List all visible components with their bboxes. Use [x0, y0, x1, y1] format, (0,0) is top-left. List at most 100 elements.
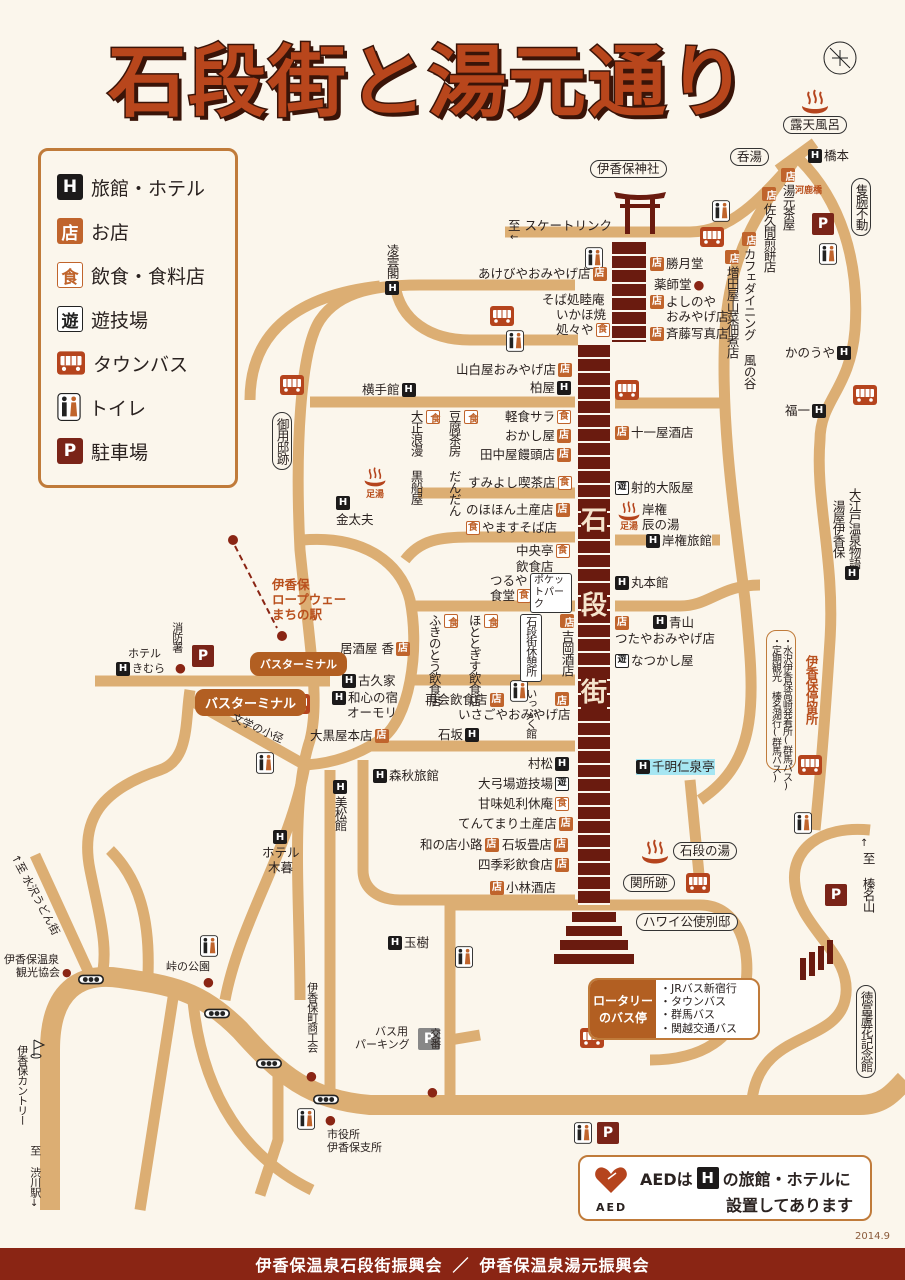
label[interactable]: 美松館 — [332, 796, 348, 831]
toge-park[interactable]: 峠の公園 — [166, 960, 210, 973]
label[interactable]: すみよし喫茶店 — [468, 475, 556, 490]
pocket-park-label[interactable]: ポケットパーク — [530, 573, 572, 613]
label[interactable]: 薬師堂 — [654, 277, 692, 292]
sekisho-ato-label[interactable]: 関所跡 — [623, 874, 675, 892]
label[interactable]: 石坂 — [438, 727, 464, 742]
bus-icon[interactable] — [280, 375, 304, 395]
mutsumian[interactable]: そば処睦庵 — [542, 292, 605, 307]
yoshinoya-2[interactable]: おみやげ店 — [666, 309, 729, 324]
label[interactable]: 大弓場遊技場 — [478, 776, 554, 791]
label[interactable]: 湯元茶屋 — [780, 184, 796, 230]
ikaho-country-label[interactable]: 伊香保カントリー — [15, 1045, 29, 1125]
label[interactable]: 中央亭 — [516, 543, 554, 558]
tsutaya[interactable]: つたやおみやげ店 — [615, 631, 716, 646]
label[interactable]: 湯屋伊香保 — [830, 500, 846, 558]
label[interactable]: 石坂畳店 — [502, 837, 553, 852]
city-office-2[interactable]: 伊香保支所 — [327, 1141, 382, 1154]
rotenburo-label[interactable]: 露天風呂 — [783, 116, 848, 134]
bus-icon[interactable] — [853, 385, 877, 405]
hotel-kimura[interactable]: ホテル — [128, 647, 161, 660]
bus-parking-icon[interactable]: P — [418, 1028, 440, 1050]
rotary-bus-stop[interactable]: ロータリーのバス停 ・JRバス新宿行 ・タウンバス ・群馬バス ・関越交通バス — [588, 978, 760, 1040]
label[interactable]: やますそば店 — [482, 520, 558, 535]
label[interactable]: 森秋旅館 — [389, 768, 440, 783]
parking-icon[interactable]: P — [812, 213, 834, 235]
label[interactable]: あけびやおみやげ店 — [478, 266, 591, 281]
bus-parking[interactable]: バス用 — [375, 1025, 408, 1038]
label[interactable]: 和心の宿 — [348, 690, 399, 705]
parking-icon[interactable]: P — [597, 1122, 619, 1144]
ropeway-1[interactable]: 伊香保 — [272, 577, 310, 592]
label[interactable]: 大黒屋本店 — [310, 728, 373, 743]
bus-parking-2[interactable]: パーキング — [355, 1038, 410, 1051]
label[interactable]: きむら — [132, 662, 165, 676]
label[interactable]: カフェダイニング 風の谷 — [741, 248, 757, 389]
hotel-kogure-2[interactable]: 木暮 — [268, 860, 294, 875]
label[interactable]: 金太夫 — [336, 512, 374, 527]
tatsunoyu-1[interactable]: 岸権 — [642, 502, 668, 517]
label[interactable]: 凌雲閣 — [384, 244, 400, 279]
sekiwan-fudo-label[interactable]: 隻腕不動 — [851, 178, 871, 236]
label[interactable]: 横手館 — [362, 382, 400, 397]
bus-icon[interactable] — [700, 227, 724, 247]
parking-icon[interactable]: P — [192, 645, 214, 667]
oomori-2[interactable]: オーモリ — [347, 705, 398, 720]
label[interactable]: 山白屋おみやげ店 — [456, 362, 557, 377]
ropeway-2[interactable]: ロープウェー — [272, 592, 347, 607]
label[interactable]: 橋本 — [824, 148, 850, 163]
tokutomi-memorial-label[interactable]: 徳冨蘆花記念館 — [856, 985, 876, 1078]
label[interactable]: 斉藤写真店 — [666, 326, 729, 341]
shokokai-label[interactable]: 伊香保町商工会 — [305, 982, 319, 1052]
label[interactable]: よしのや — [666, 294, 717, 309]
koban-label[interactable]: 交番 — [428, 1028, 442, 1048]
tsuruya[interactable]: つるや — [490, 573, 528, 588]
label[interactable]: 軽食サラ — [505, 409, 556, 424]
label[interactable]: 丸本館 — [631, 575, 669, 590]
label[interactable]: 十一屋酒店 — [631, 425, 694, 440]
label[interactable]: 福一 — [785, 403, 811, 418]
label[interactable]: 吉岡酒店 — [559, 630, 575, 676]
ishidannoyu-label[interactable]: 石段の湯 — [673, 842, 738, 860]
label[interactable]: 佐久間煎餅店 — [761, 203, 777, 272]
city-office[interactable]: 市役所 — [327, 1128, 360, 1141]
goyoutei-label[interactable]: 御用邸跡 — [272, 412, 292, 470]
label[interactable]: ふきのとう飲食店 — [426, 614, 442, 706]
label[interactable]: ほととぎす飲食店 — [466, 614, 482, 706]
label[interactable]: 岸権旅館 — [662, 533, 713, 548]
label[interactable]: 甘味処利休庵 — [478, 796, 554, 811]
label[interactable]: 大正浪漫 黒船屋 — [408, 410, 424, 505]
label[interactable]: 再会飲食店 — [425, 692, 488, 707]
kanko-kyokai[interactable]: 伊香保温泉 — [4, 953, 59, 966]
bus-terminal-label[interactable]: バスターミナル — [195, 689, 307, 716]
ikahoyaki[interactable]: いかほ焼 — [556, 307, 607, 322]
hotel-kogure[interactable]: ホテル — [262, 845, 300, 860]
ikaho-bus-stop-label[interactable]: 伊香保停留所 — [803, 655, 819, 724]
label[interactable]: 四季彩飲食店 — [478, 857, 554, 872]
label[interactable]: 青山 — [669, 615, 695, 630]
label[interactable]: てんてまり土産店 — [458, 816, 557, 831]
ooedo-1[interactable]: 大江戸温泉物語 — [846, 488, 862, 569]
ippukukan-label[interactable]: 石段街休憩所 いっぷく館 — [520, 614, 542, 738]
label[interactable]: 食堂 — [490, 588, 516, 603]
nomiyu-label[interactable]: 呑湯 — [730, 148, 770, 166]
label[interactable]: かのうや — [785, 345, 836, 360]
label[interactable]: 村松 — [528, 756, 554, 771]
label[interactable]: 小林酒店 — [506, 880, 557, 895]
label[interactable]: 古久家 — [358, 673, 396, 688]
label[interactable]: 柏屋 — [530, 380, 556, 395]
bus-icon[interactable] — [798, 755, 822, 775]
chuotei-2[interactable]: 飲食店 — [516, 559, 554, 574]
hawaii-residence-label[interactable]: ハワイ公使別邸 — [636, 913, 738, 931]
label[interactable]: 増田屋山菜佃煮店 — [724, 266, 740, 358]
bus-icon[interactable] — [490, 306, 514, 326]
isagoya[interactable]: いさごやおみやげ店 — [458, 707, 571, 722]
label[interactable]: 処々や — [556, 322, 594, 337]
label[interactable]: なつかし屋 — [631, 653, 694, 668]
fire-station-label[interactable]: 消防署 — [170, 622, 184, 652]
label[interactable]: 千明仁泉亭 — [652, 759, 715, 774]
tatsunoyu-2[interactable]: 辰の湯 — [642, 517, 680, 532]
ikaho-jinja-label[interactable]: 伊香保神社 — [590, 160, 667, 178]
label[interactable]: 観光協会 — [16, 966, 60, 979]
label[interactable]: 田中屋饅頭店 — [480, 447, 556, 462]
